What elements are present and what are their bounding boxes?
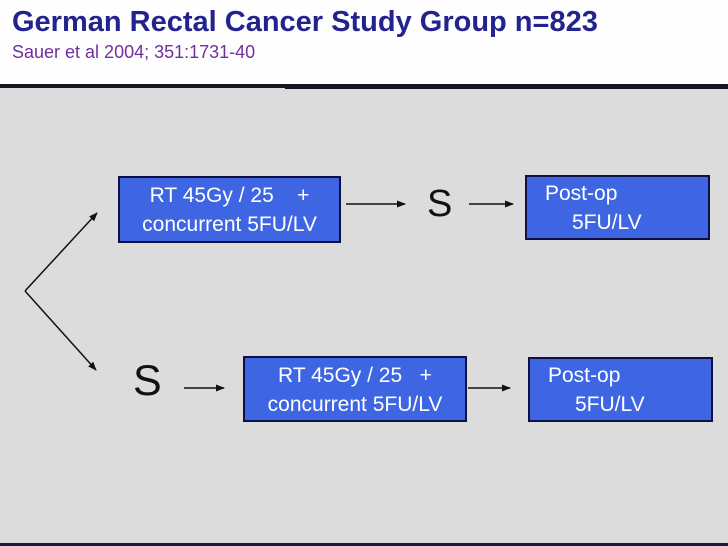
box-text-line: RT 45Gy / 25 + bbox=[278, 364, 432, 387]
branch-arrow-down bbox=[24, 290, 97, 371]
chemoradiotherapy-box-top: RT 45Gy / 25 + concurrent 5FU/LV bbox=[118, 176, 341, 243]
surgery-s-label-bottom: S bbox=[133, 357, 162, 405]
box-text-line: 5FU/LV bbox=[572, 211, 642, 234]
postop-chemo-box-bottom: Post-op 5FU/LV bbox=[528, 357, 713, 422]
postop-chemo-box-top: Post-op 5FU/LV bbox=[525, 175, 710, 240]
branch-arrow-up bbox=[24, 212, 98, 292]
surgery-s-label-top: S bbox=[427, 183, 453, 225]
slide-bottom-accent-line bbox=[0, 543, 728, 546]
box-text-line: RT 45Gy / 25 + bbox=[149, 184, 310, 207]
box-text-line: concurrent 5FU/LV bbox=[267, 393, 443, 416]
box-text-line: 5FU/LV bbox=[575, 393, 645, 416]
header-separator-line bbox=[0, 84, 728, 88]
header-separator-line-segment bbox=[285, 87, 728, 89]
citation-text: Sauer et al 2004; 351:1731-40 bbox=[12, 42, 256, 62]
box-text-line: concurrent 5FU/LV bbox=[142, 213, 317, 236]
slide-header: German Rectal Cancer Study Group n=823 S… bbox=[0, 0, 728, 84]
box-text-line: Post-op bbox=[548, 364, 621, 387]
box-text-line: Post-op bbox=[545, 182, 618, 205]
page-title: German Rectal Cancer Study Group n=823 bbox=[12, 6, 598, 38]
chemoradiotherapy-box-bottom: RT 45Gy / 25 + concurrent 5FU/LV bbox=[243, 356, 467, 422]
